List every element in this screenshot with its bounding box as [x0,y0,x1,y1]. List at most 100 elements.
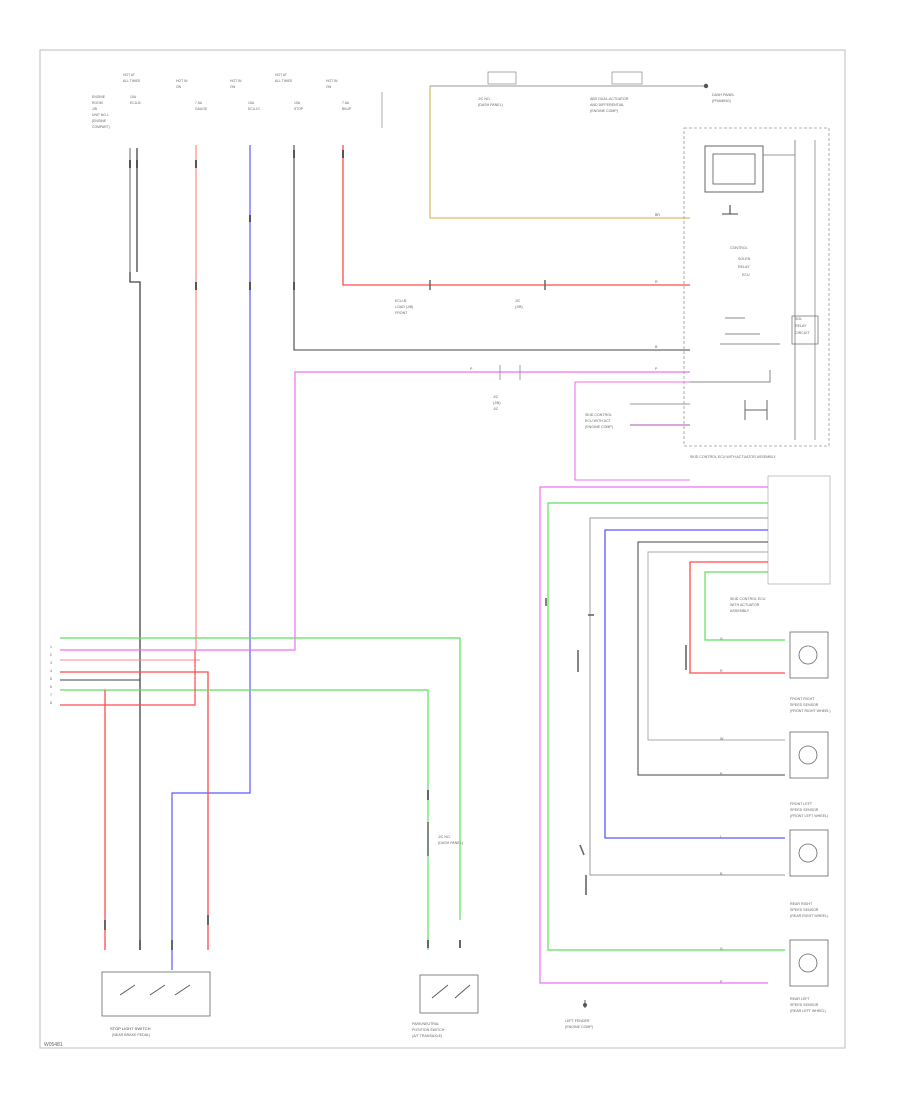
rear-right-speed-sensor: REAR RIGHT SPEED SENSOR (REAR RIGHT WHEE… [789,829,829,918]
svg-text:(DASH PANEL): (DASH PANEL) [478,103,503,107]
svg-text:ON: ON [176,85,182,89]
svg-text:REAR LEFT: REAR LEFT [790,997,811,1001]
wire-green-right [547,502,785,951]
svg-text:(J/B): (J/B) [515,305,523,309]
svg-text:RELAY: RELAY [795,324,807,328]
svg-text:G: G [720,947,723,951]
svg-text:ECU: ECU [742,273,750,277]
svg-text:6: 6 [50,685,52,689]
svg-text:1: 1 [50,645,52,649]
wire-bkup-red [342,145,690,286]
svg-text:7.5A: 7.5A [342,101,350,105]
svg-text:CIRCUIT: CIRCUIT [795,331,810,335]
svg-text:PARK/NEUTRAL: PARK/NEUTRAL [412,1022,439,1026]
svg-text:10A: 10A [130,95,137,99]
svg-text:2: 2 [50,653,52,657]
wire-magenta-outer [539,486,768,984]
svg-text:ECU WITH ACT: ECU WITH ACT [585,419,612,423]
svg-text:HOT AT: HOT AT [275,73,287,77]
wire-magenta-main [60,371,690,651]
svg-text:(FRAMING): (FRAMING) [712,99,731,103]
svg-text:UNIT NO.1: UNIT NO.1 [92,113,109,117]
wire-blue-right [604,529,785,839]
svg-text:J/C: J/C [493,395,499,399]
svg-text:R: R [720,669,723,673]
svg-text:SOL: SOL [795,317,802,321]
svg-text:SKID CONTROL ECU: SKID CONTROL ECU [730,597,766,601]
svg-text:P: P [655,367,658,371]
svg-text:J/C NO.: J/C NO. [438,835,451,839]
top-connectors: J/C NO. (DASH PANEL) ABS DUAL-ACTUATOR AND… [478,71,735,113]
svg-text:P: P [720,980,723,984]
svg-text:POSITION SWITCH: POSITION SWITCH [412,1028,445,1032]
svg-text:ECU-IG: ECU-IG [248,107,260,111]
park-neutral-switch: PARK/NEUTRAL POSITION SWITCH (A/T TRANSA… [412,974,479,1038]
svg-text:G: G [720,637,723,641]
stop-light-switch: STOP LIGHT SWITCH (NEAR BRAKE PEDAL) [101,971,211,1037]
svg-text:ABS DUAL-ACTUATOR: ABS DUAL-ACTUATOR [590,97,629,101]
svg-text:ECU-B: ECU-B [130,101,141,105]
svg-text:BR: BR [655,213,660,217]
svg-text:FRONT RIGHT: FRONT RIGHT [790,697,815,701]
svg-text:ALL TIMES: ALL TIMES [123,79,141,83]
ecu-connector-block [767,475,831,585]
svg-text:8: 8 [50,701,52,705]
svg-text:7.5A: 7.5A [195,101,203,105]
wire-tan-top [429,86,690,219]
svg-text:(NEAR BRAKE PEDAL): (NEAR BRAKE PEDAL) [112,1033,150,1037]
svg-text:FRONT LEFT: FRONT LEFT [790,802,813,806]
svg-text:J/C NO.: J/C NO. [478,97,491,101]
svg-text:R: R [655,280,658,284]
svg-text:B: B [655,345,658,349]
svg-text:J/B: J/B [92,107,98,111]
svg-text:SPEED SENSOR: SPEED SENSOR [790,908,819,912]
svg-text:(ENGINE COMP): (ENGINE COMP) [565,1025,593,1029]
footer-id: W05481 [44,1042,63,1048]
svg-text:(REAR RIGHT WHEEL): (REAR RIGHT WHEEL) [790,914,828,918]
top-fuse-labels: ENGINE ROOM J/B UNIT NO.1 (ENGINE COMPART) H… [92,73,383,129]
svg-text:J/C: J/C [493,407,499,411]
svg-text:COMPART): COMPART) [92,125,110,129]
svg-text:J/C: J/C [515,299,521,303]
front-left-speed-sensor: FRONT LEFT SPEED SENSOR (FRONT LEFT WHEE… [789,731,829,818]
svg-text:RELAY: RELAY [738,265,750,269]
svg-text:P: P [470,367,473,371]
svg-text:LEFT FENDER: LEFT FENDER [565,1019,590,1023]
svg-text:3: 3 [50,661,52,665]
svg-text:HOT IN: HOT IN [326,79,338,83]
wire-red-right [689,561,785,674]
svg-text:FRONT: FRONT [395,311,408,315]
svg-text:BKUP: BKUP [342,107,352,111]
svg-text:(FRONT LEFT WHEEL): (FRONT LEFT WHEEL) [790,814,828,818]
svg-text:(REAR LEFT WHEEL): (REAR LEFT WHEEL) [790,1009,826,1013]
svg-text:SPEED SENSOR: SPEED SENSOR [790,808,819,812]
svg-text:ROOM: ROOM [92,101,103,105]
ground-point: LEFT FENDER (ENGINE COMP) [565,1000,593,1029]
wire-ecu-ig-blue [171,145,251,970]
center-junction: J/C NO. (DASH PANEL) [427,822,463,856]
diagram-border [39,49,846,1049]
svg-text:(ENGINE COMP): (ENGINE COMP) [585,425,613,429]
svg-text:SKID CONTROL ECU WITH ACTUATOR: SKID CONTROL ECU WITH ACTUATOR ASSEMBLY [690,455,776,459]
svg-text:ON: ON [230,85,236,89]
svg-text:(ENGINE: (ENGINE [92,119,107,123]
svg-text:AND DIFFERENTIAL: AND DIFFERENTIAL [590,103,624,107]
svg-text:7: 7 [50,693,52,697]
svg-text:(ENGINE COMP): (ENGINE COMP) [590,109,618,113]
wire-stop-black [293,145,690,351]
svg-text:HOT IN: HOT IN [230,79,242,83]
svg-text:ALL TIMES: ALL TIMES [275,79,293,83]
svg-text:HOT IN: HOT IN [176,79,188,83]
svg-text:ENGINE: ENGINE [92,95,106,99]
svg-text:ON: ON [326,85,332,89]
front-right-speed-sensor: FRONT RIGHT SPEED SENSOR (FRONT RIGHT WH… [789,631,831,713]
svg-text:10A: 10A [248,101,255,105]
svg-text:(FRONT RIGHT WHEEL): (FRONT RIGHT WHEEL) [790,709,831,713]
svg-text:SKID CONTROL: SKID CONTROL [585,413,612,417]
svg-text:(J/B): (J/B) [493,401,501,405]
svg-text:WITH ACTUATOR: WITH ACTUATOR [730,603,760,607]
svg-text:B: B [720,872,723,876]
svg-text:SOLEN: SOLEN [738,257,751,261]
